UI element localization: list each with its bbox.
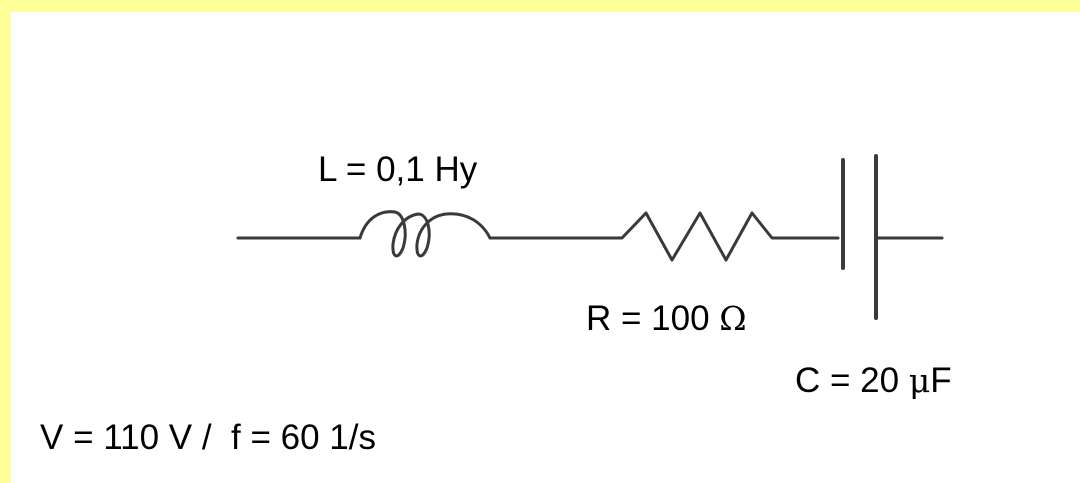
inductor-coil-symbol xyxy=(358,210,492,258)
inductor-label: L = 0,1 Hy xyxy=(318,152,477,187)
farad-unit: F xyxy=(930,361,952,400)
source-text: V = 110 V / f = 60 1/s xyxy=(40,418,376,457)
capacitor-label: C = 20 μF xyxy=(795,363,952,398)
capacitor-equals: = xyxy=(820,361,861,400)
source-label: V = 110 V / f = 60 1/s xyxy=(40,420,376,455)
ohm-unit: Ω xyxy=(719,299,747,338)
resistor-value: 100 xyxy=(651,299,720,338)
resistor-equals: = xyxy=(611,299,652,338)
inductor-equals: = xyxy=(336,150,377,189)
inductor-value: 0,1 Hy xyxy=(376,150,478,189)
capacitor-symbol-text: C xyxy=(795,361,821,400)
inductor-symbol-text: L xyxy=(318,150,337,189)
resistor-symbol-text: R xyxy=(586,299,612,338)
capacitor-value: 20 xyxy=(860,361,909,400)
diagram-background xyxy=(11,12,1080,483)
resistor-zigzag-symbol xyxy=(596,211,840,262)
resistor-label: R = 100 Ω xyxy=(586,301,747,336)
micro-prefix: μ xyxy=(908,361,931,400)
